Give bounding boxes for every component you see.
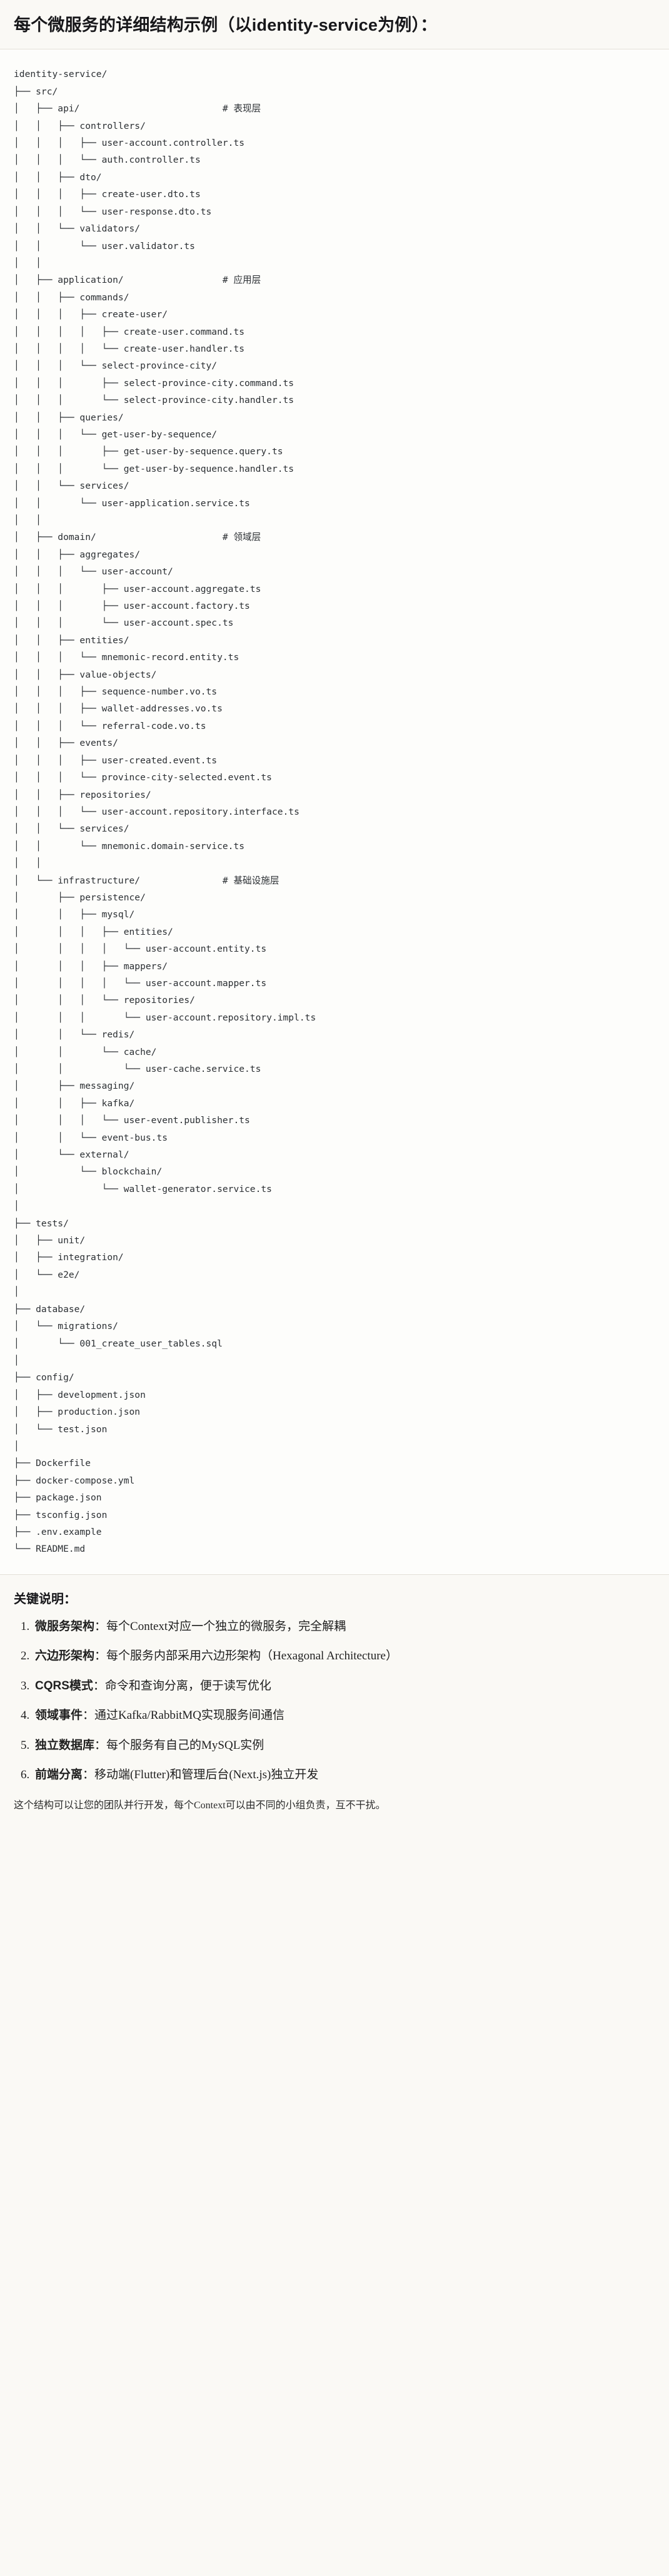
key-points-section: 关键说明： 微服务架构：每个Context对应一个独立的微服务，完全解耦 六边形… <box>0 1574 669 1831</box>
key-desc: ：每个Context对应一个独立的微服务，完全解耦 <box>94 1619 346 1633</box>
key-desc: ：命令和查询分离，便于读写优化 <box>93 1679 271 1693</box>
document-page: 每个微服务的详细结构示例（以identity-service为例）： ident… <box>0 0 669 1831</box>
key-term: 六边形架构 <box>35 1649 95 1663</box>
list-item: 前端分离：移动端(Flutter)和管理后台(Next.js)独立开发 <box>33 1766 655 1784</box>
key-desc: ：每个服务内部采用六边形架构（Hexagonal Architecture） <box>94 1649 398 1663</box>
key-term: CQRS模式 <box>35 1679 93 1693</box>
key-desc: ：每个服务有自己的MySQL实例 <box>94 1738 264 1752</box>
list-item: 微服务架构：每个Context对应一个独立的微服务，完全解耦 <box>33 1617 655 1636</box>
page-title: 每个微服务的详细结构示例（以identity-service为例）： <box>0 0 669 49</box>
key-desc: ：移动端(Flutter)和管理后台(Next.js)独立开发 <box>83 1768 319 1781</box>
key-desc: ：通过Kafka/RabbitMQ实现服务间通信 <box>83 1709 284 1723</box>
key-term: 微服务架构 <box>35 1619 95 1633</box>
key-term: 前端分离 <box>35 1768 83 1781</box>
key-term: 独立数据库 <box>35 1738 95 1752</box>
list-item: 独立数据库：每个服务有自己的MySQL实例 <box>33 1736 655 1754</box>
page-title-text: 每个微服务的详细结构示例（以identity-service为例）： <box>14 16 438 34</box>
list-item: 领域事件：通过Kafka/RabbitMQ实现服务间通信 <box>33 1706 655 1724</box>
tree-divider <box>0 1574 669 1575</box>
key-term: 领域事件 <box>35 1709 83 1723</box>
list-item: 六边形架构：每个服务内部采用六边形架构（Hexagonal Architectu… <box>33 1647 655 1665</box>
closing-paragraph: 这个结构可以让您的团队并行开发，每个Context可以由不同的小组负责，互不干扰… <box>14 1800 386 1811</box>
list-item: CQRS模式：命令和查询分离，便于读写优化 <box>33 1677 655 1695</box>
directory-tree: identity-service/ ├── src/ │ ├── api/ # … <box>14 69 316 1555</box>
key-points-list: 微服务架构：每个Context对应一个独立的微服务，完全解耦 六边形架构：每个服… <box>14 1617 655 1784</box>
key-points-title: 关键说明： <box>14 1592 76 1606</box>
directory-tree-block: identity-service/ ├── src/ │ ├── api/ # … <box>0 49 669 1574</box>
